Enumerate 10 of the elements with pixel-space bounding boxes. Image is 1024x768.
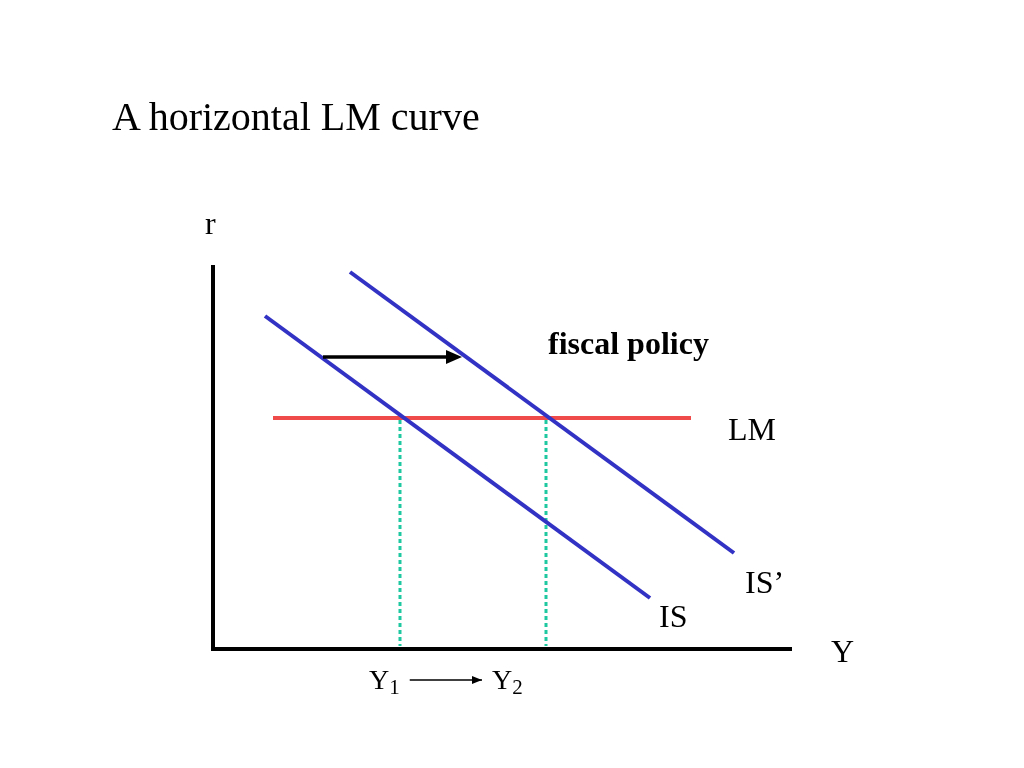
annotation-text: fiscal policy bbox=[548, 327, 709, 359]
curve-label: IS’ bbox=[745, 566, 785, 598]
curve-label: LM bbox=[728, 413, 776, 445]
title: A horizontal LM curve bbox=[112, 97, 480, 137]
axis-label: r bbox=[205, 207, 216, 239]
arrow bbox=[409, 676, 483, 684]
variable-label: Y$_{2}$ bbox=[492, 664, 523, 695]
variable-label: Y$_{1}$ bbox=[369, 664, 400, 695]
curve-label: IS bbox=[659, 600, 688, 632]
axis-label: Y bbox=[831, 635, 855, 667]
